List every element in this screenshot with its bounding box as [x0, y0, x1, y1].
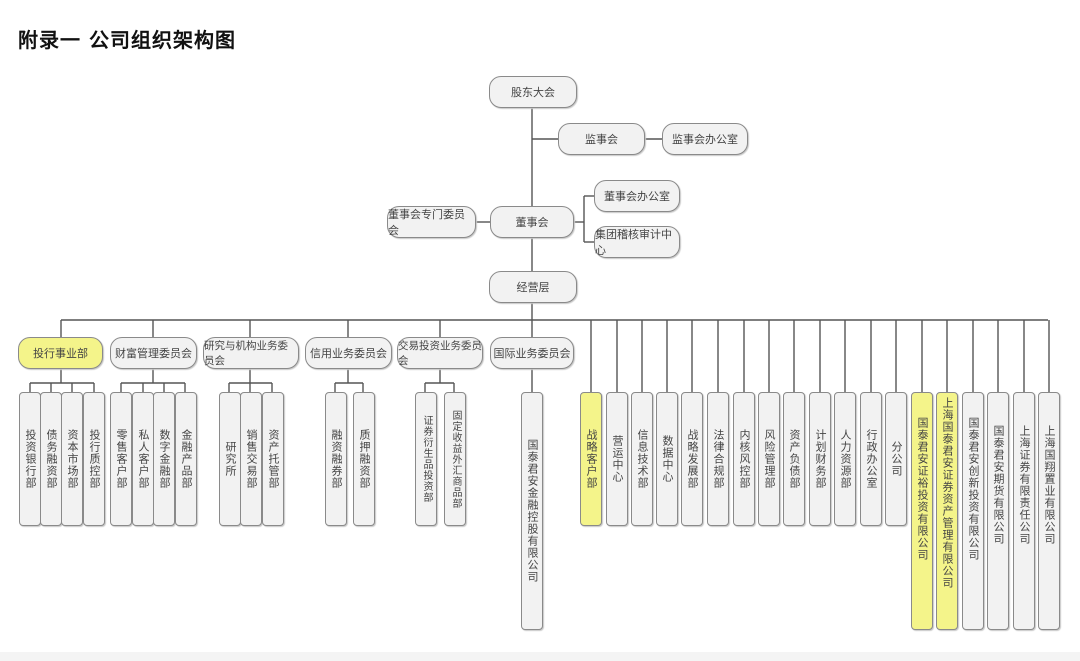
subsidiary-node: 国泰君安期货有限公司: [987, 392, 1009, 630]
department-node: 法律合规部: [707, 392, 729, 526]
node-board-office: 董事会办公室: [594, 180, 680, 212]
unit-gtja-financial-holdings: 国泰君安金融控股有限公司: [521, 392, 543, 630]
unit-financial-products: 金融产品部: [175, 392, 197, 526]
department-node: 资产负债部: [783, 392, 805, 526]
node-shareholders: 股东大会: [489, 76, 577, 108]
subsidiary-node: 上海国翔置业有限公司: [1038, 392, 1060, 630]
department-node: 战略发展部: [681, 392, 703, 526]
node-supervisory-office: 监事会办公室: [662, 123, 748, 155]
department-node: 行政办公室: [860, 392, 882, 526]
subsidiary-node: 上海国泰君安证券资产管理有限公司: [936, 392, 958, 630]
department-node: 分公司: [885, 392, 907, 526]
unit-investment-banking: 投资银行部: [19, 392, 41, 526]
unit-research-institute: 研究所: [219, 392, 241, 526]
node-supervisory-board: 监事会: [558, 123, 645, 155]
node-board: 董事会: [490, 206, 574, 238]
subsidiary-node: 国泰君安创新投资有限公司: [962, 392, 984, 630]
committee-international: 国际业务委员会: [490, 337, 574, 369]
unit-pledge-financing: 质押融资部: [353, 392, 375, 526]
bottom-strip: [0, 652, 1080, 661]
department-node: 内核风控部: [733, 392, 755, 526]
unit-sales-trading: 销售交易部: [240, 392, 262, 526]
department-node: 营运中心: [606, 392, 628, 526]
unit-ib-qc: 投行质控部: [83, 392, 105, 526]
page-title: 附录一 公司组织架构图: [18, 28, 236, 52]
department-node: 战略客户部: [580, 392, 602, 526]
unit-asset-custody: 资产托管部: [262, 392, 284, 526]
committee-wealth: 财富管理委员会: [110, 337, 197, 369]
department-node: 计划财务部: [809, 392, 831, 526]
unit-ficc: 固定收益外汇商品部: [444, 392, 466, 526]
subsidiary-node: 国泰君安证裕投资有限公司: [911, 392, 933, 630]
unit-digital-finance: 数字金融部: [153, 392, 175, 526]
unit-capital-markets: 资本市场部: [61, 392, 83, 526]
unit-derivatives: 证券衍生品投资部: [415, 392, 437, 526]
node-audit-center: 集团稽核审计中心: [594, 226, 680, 258]
node-board-committees: 董事会专门委员会: [387, 206, 476, 238]
unit-retail-clients: 零售客户部: [110, 392, 132, 526]
unit-private-clients: 私人客户部: [132, 392, 154, 526]
department-node: 数据中心: [656, 392, 678, 526]
committee-research: 研究与机构业务委员会: [203, 337, 299, 369]
committee-credit: 信用业务委员会: [305, 337, 392, 369]
department-node: 风险管理部: [758, 392, 780, 526]
committee-ib: 投行事业部: [18, 337, 103, 369]
unit-debt-financing: 债务融资部: [40, 392, 62, 526]
committee-trading: 交易投资业务委员会: [397, 337, 483, 369]
subsidiary-node: 上海证券有限责任公司: [1013, 392, 1035, 630]
node-management: 经营层: [489, 271, 577, 303]
department-node: 信息技术部: [631, 392, 653, 526]
unit-margin-financing: 融资融券部: [325, 392, 347, 526]
department-node: 人力资源部: [834, 392, 856, 526]
